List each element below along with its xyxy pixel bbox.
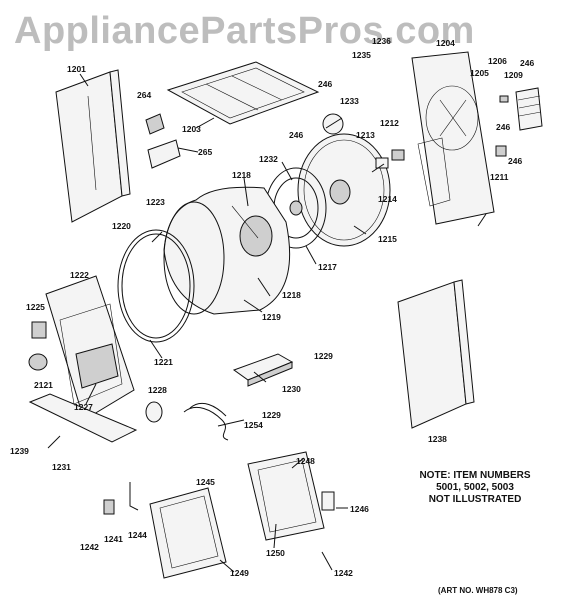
label-2121: 2121 [34, 380, 53, 390]
part-shape-1206 [499, 95, 509, 103]
part-shape-1203 [166, 61, 320, 125]
label-1221: 1221 [154, 357, 173, 367]
note-line-3: NOT ILLUSTRATED [428, 494, 522, 505]
label-1229-lower: 1229 [262, 410, 281, 420]
part-shape-1209 [515, 87, 543, 131]
part-shape-1230 [232, 353, 294, 387]
label-264: 264 [137, 90, 152, 100]
art-number: (ART NO. WH878 C3) [438, 586, 518, 595]
part-shape-1215 [297, 133, 391, 247]
part-shape-1239 [28, 393, 138, 443]
part-shape-1204 [411, 51, 495, 225]
label-1201: 1201 [67, 64, 86, 74]
leader-lines [47, 73, 487, 573]
label-1223: 1223 [146, 197, 165, 207]
part-shape-264 [145, 113, 165, 135]
label-1214: 1214 [378, 194, 397, 204]
label-1204: 1204 [436, 38, 455, 48]
part-shape-1228 [145, 401, 163, 423]
part-shape-1222 [45, 275, 135, 421]
label-1203: 1203 [182, 124, 201, 134]
label-265: 265 [198, 147, 213, 157]
label-1217: 1217 [318, 262, 337, 272]
label-1215: 1215 [378, 234, 397, 244]
label-1219: 1219 [262, 312, 281, 322]
label-1222: 1222 [70, 270, 89, 280]
label-1218-top: 1218 [232, 170, 251, 180]
part-shape-1211 [495, 145, 507, 157]
note-line-2: 5001, 5002, 5003 [436, 482, 514, 493]
watermark: AppliancePartsPros.com [14, 10, 475, 52]
part-shape-1254 [183, 403, 229, 441]
label-1248: 1248 [296, 456, 315, 466]
part-shape-1245 [149, 487, 227, 579]
label-1225: 1225 [26, 302, 45, 312]
part-shape-1248 [247, 451, 325, 541]
label-1209: 1209 [504, 70, 523, 80]
label-1242-left: 1242 [80, 542, 99, 552]
part-shape-1212 [391, 149, 405, 161]
label-1236: 1236 [372, 36, 391, 46]
label-246-top: 246 [318, 79, 333, 89]
part-shape-2121 [28, 353, 48, 371]
label-1227: 1227 [74, 402, 93, 412]
label-1211: 1211 [490, 172, 509, 182]
label-246-mid: 246 [496, 122, 511, 132]
label-1220: 1220 [112, 221, 131, 231]
part-shape-1225 [31, 321, 47, 339]
part-shape-1246 [321, 491, 335, 511]
part-shape-1241 [103, 499, 115, 515]
label-1235: 1235 [352, 50, 371, 60]
label-1241: 1241 [104, 534, 123, 544]
label-1228: 1228 [148, 385, 167, 395]
part-shape-265 [147, 139, 181, 169]
label-1212: 1212 [380, 118, 399, 128]
label-1242-right: 1242 [334, 568, 353, 578]
part-shape-1213 [375, 157, 389, 169]
label-246-right: 246 [520, 58, 535, 68]
part-shape-1201 [55, 69, 131, 223]
label-1238: 1238 [428, 434, 447, 444]
label-1232: 1232 [259, 154, 278, 164]
label-1230: 1230 [282, 384, 301, 394]
label-1250: 1250 [266, 548, 285, 558]
label-1246: 1246 [350, 504, 369, 514]
part-shape-1219 [163, 186, 291, 315]
label-1229-right: 1229 [314, 351, 333, 361]
part-shape-1244 [129, 482, 139, 511]
label-1213: 1213 [356, 130, 375, 140]
label-1249: 1249 [230, 568, 249, 578]
label-1218-bottom: 1218 [282, 290, 301, 300]
label-246-lower: 246 [508, 156, 523, 166]
part-shape-1233 [322, 113, 344, 135]
label-1206: 1206 [488, 56, 507, 66]
note-line-1: NOTE: ITEM NUMBERS [419, 470, 531, 481]
part-shape-1238 [397, 279, 475, 429]
label-1239: 1239 [10, 446, 29, 456]
label-1254: 1254 [244, 420, 263, 430]
label-1231: 1231 [52, 462, 71, 472]
label-1205: 1205 [470, 68, 489, 78]
note-box: NOTE: ITEM NUMBERS 5001, 5002, 5003 NOT … [380, 470, 562, 506]
label-1245: 1245 [196, 477, 215, 487]
part-shape-1220 [117, 229, 195, 343]
label-246-drum: 246 [289, 130, 304, 140]
label-1244: 1244 [128, 530, 147, 540]
label-1233: 1233 [340, 96, 359, 106]
